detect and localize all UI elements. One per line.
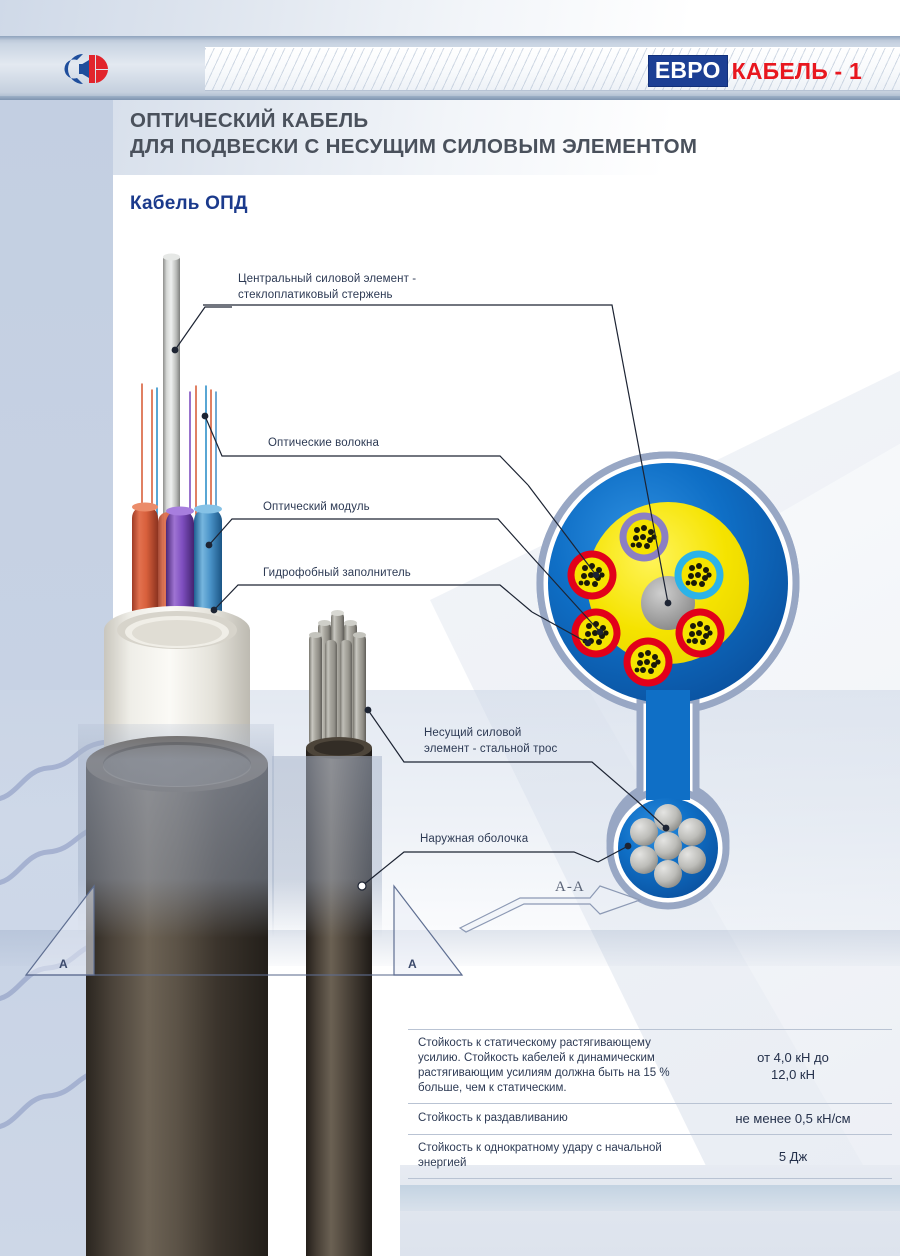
callout-outer-jacket: Наружная оболочка bbox=[420, 833, 529, 845]
spec-param: Стойкость к статическому растягивающему … bbox=[408, 1029, 698, 1104]
table-row: Стойкость к статическому растягивающему … bbox=[408, 1029, 892, 1104]
spec-value: не менее 0,5 кН/см bbox=[698, 1103, 892, 1135]
page-title-line1: ОПТИЧЕСКИЙ КАБЕЛЬ bbox=[130, 109, 369, 132]
callout-optical-module: Оптический модуль bbox=[263, 501, 370, 513]
company-emblem-icon bbox=[55, 52, 117, 86]
callout-hydrophobic-filler: Гидрофобный заполнитель bbox=[263, 567, 411, 579]
brand-logo: ЕВРО КАБЕЛЬ - 1 bbox=[647, 55, 862, 87]
header-top-rule bbox=[0, 36, 900, 40]
horizontal-edge-band bbox=[0, 930, 900, 966]
spec-param: Стойкость к раздавливанию bbox=[408, 1103, 698, 1135]
specifications-table: Стойкость к статическому растягивающему … bbox=[408, 1029, 892, 1179]
spec-value: от 4,0 кН до 12,0 кН bbox=[698, 1029, 892, 1104]
table-row: Стойкость к раздавливанию не менее 0,5 к… bbox=[408, 1103, 892, 1135]
section-view-label: A-A bbox=[555, 879, 585, 895]
page-title: ОПТИЧЕСКИЙ КАБЕЛЬ ДЛЯ ПОДВЕСКИ С НЕСУЩИМ… bbox=[130, 108, 830, 160]
spec-value: 5 Дж bbox=[698, 1134, 892, 1179]
brand-euro-text: ЕВРО bbox=[647, 55, 728, 87]
callout-optical-fibers: Оптические волокна bbox=[268, 437, 379, 449]
header-bottom-rule bbox=[0, 96, 900, 100]
bottom-sheen-band bbox=[400, 1185, 900, 1211]
left-margin-strip bbox=[0, 100, 113, 1256]
callout-central-element: Центральный силовой элемент - стеклоплат… bbox=[238, 273, 417, 301]
section-marker-right-label: A bbox=[408, 957, 417, 971]
product-name: Кабель ОПД bbox=[130, 193, 248, 214]
table-row: Стойкость к однократному удару с начальн… bbox=[408, 1134, 892, 1179]
brand-kabel-text: КАБЕЛЬ - 1 bbox=[731, 57, 862, 84]
callout-steel-messenger: Несущий силовой элемент - стальной трос bbox=[424, 727, 558, 755]
header-hatch-panel bbox=[205, 47, 900, 91]
page-title-line2: ДЛЯ ПОДВЕСКИ С НЕСУЩИМ СИЛОВЫМ ЭЛЕМЕНТОМ bbox=[130, 135, 698, 158]
spec-param: Стойкость к однократному удару с начальн… bbox=[408, 1134, 698, 1179]
section-marker-left-label: A bbox=[59, 957, 68, 971]
